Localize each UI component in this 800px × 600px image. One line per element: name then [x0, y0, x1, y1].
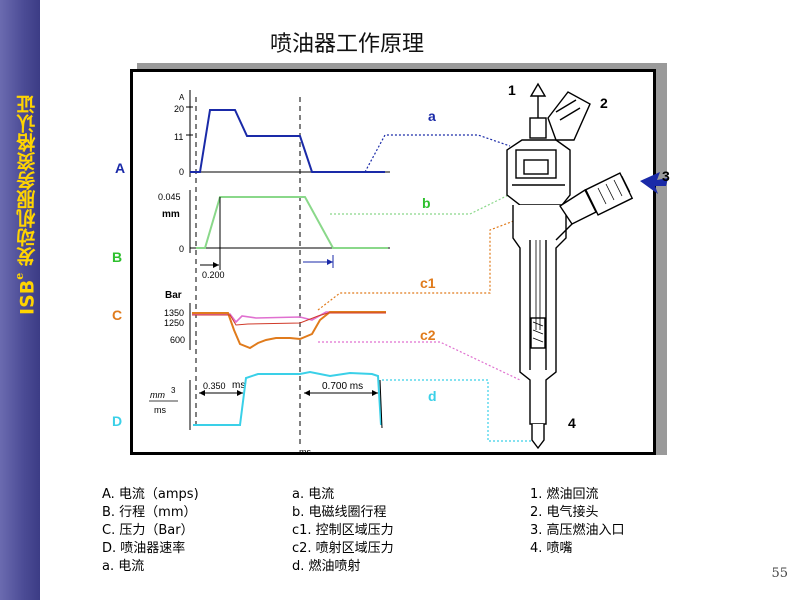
graph-a-current: A 20 11 0	[174, 90, 390, 177]
leader-c2	[318, 341, 521, 381]
curve-label-a: a	[428, 108, 436, 124]
row-label-c: C	[112, 307, 122, 323]
graph-b-tick-0: 0	[179, 244, 184, 254]
curve-label-c2: c2	[420, 327, 436, 343]
graph-a-tick-11: 11	[174, 132, 183, 142]
injector-label-4: 4	[568, 415, 576, 431]
graph-d-tick-700: 0.700 ms	[322, 381, 363, 392]
graph-d-ms-bottom: ms	[299, 447, 311, 457]
legend-item: c1. 控制区域压力	[292, 523, 394, 538]
inlet-arrow-icon	[640, 172, 668, 194]
graph-d-unit-num: mm	[150, 390, 165, 400]
graph-a-tick-0: 0	[179, 167, 184, 177]
graph-a-tick-20: 20	[174, 104, 184, 114]
legend-item: a. 电流	[102, 559, 145, 574]
slide-title: 喷油器工作原理	[270, 32, 425, 57]
page-number: 55	[771, 566, 788, 581]
legend-item: 4. 喷嘴	[530, 541, 573, 556]
injector-label-2: 2	[600, 95, 608, 111]
legend-col-1: A. 电流（amps) B. 行程（mm） C. 压力（Bar） D. 喷油器速…	[102, 486, 199, 576]
graph-d-ms-label: ms	[232, 380, 245, 391]
injector-label-1: 1	[508, 82, 516, 98]
graph-c-mid-curve	[192, 312, 386, 326]
injector-body	[506, 82, 634, 450]
leader-d	[382, 379, 540, 442]
sidebar: ISBe 发动机服务资格认证	[0, 0, 40, 600]
legend-col-2: a. 电流 b. 电磁线圈行程 c1. 控制区域压力 c2. 喷射区域压力 d.…	[292, 486, 394, 576]
leader-b	[330, 181, 536, 215]
graph-d-unit-den: ms	[154, 405, 166, 415]
leader-c1	[317, 213, 533, 311]
graph-a-unit: A	[179, 93, 185, 102]
graph-c-tick-1250: 1250	[164, 318, 184, 328]
graph-b-tick-max: 0.045	[158, 192, 181, 202]
legend-item: C. 压力（Bar）	[102, 523, 194, 538]
legend-item: 3. 高压燃油入口	[530, 523, 625, 538]
legend-item: d. 燃油喷射	[292, 559, 361, 574]
graph-c-pressure: Bar 1350 1250 600	[164, 290, 386, 350]
graph-b-stroke: 0.045 mm 0 0.200	[158, 190, 390, 280]
graph-c2-curve	[192, 311, 386, 350]
graph-d-curve	[193, 370, 382, 426]
legend-item: 2. 电气接头	[530, 505, 599, 520]
legend-item: a. 电流	[292, 487, 335, 502]
row-label-d: D	[112, 413, 122, 429]
legend-item: 1. 燃油回流	[530, 487, 599, 502]
graph-a-curve	[190, 109, 385, 173]
legend-item: A. 电流（amps)	[102, 487, 199, 502]
graph-d-tick-350: 0.350	[203, 381, 226, 391]
graph-c-tick-600: 600	[170, 335, 185, 345]
row-label-a: A	[115, 160, 125, 176]
curve-label-c1: c1	[420, 275, 436, 291]
curve-label-b: b	[422, 195, 431, 211]
injector-label-3: 3	[662, 168, 670, 184]
legend-item: B. 行程（mm）	[102, 505, 197, 520]
graph-c-unit: Bar	[165, 290, 182, 301]
legend-col-3: 1. 燃油回流 2. 电气接头 3. 高压燃油入口 4. 喷嘴	[530, 486, 625, 558]
graph-b-unit: mm	[162, 209, 180, 220]
legend-item: D. 喷油器速率	[102, 541, 186, 556]
legend-item: b. 电磁线圈行程	[292, 505, 387, 520]
legend-item: c2. 喷射区域压力	[292, 541, 394, 556]
curve-label-d: d	[428, 388, 437, 404]
graph-b-tick-200: 0.200	[202, 270, 225, 280]
leader-a	[364, 134, 511, 173]
graph-b-curve	[196, 196, 388, 249]
graph-c-tick-1350: 1350	[164, 308, 184, 318]
graph-d-rate: mm 3 ms 0.350 ms 0.700 ms ms	[149, 370, 383, 457]
graph-d-unit-exp: 3	[171, 386, 176, 395]
row-label-b: B	[112, 249, 122, 265]
